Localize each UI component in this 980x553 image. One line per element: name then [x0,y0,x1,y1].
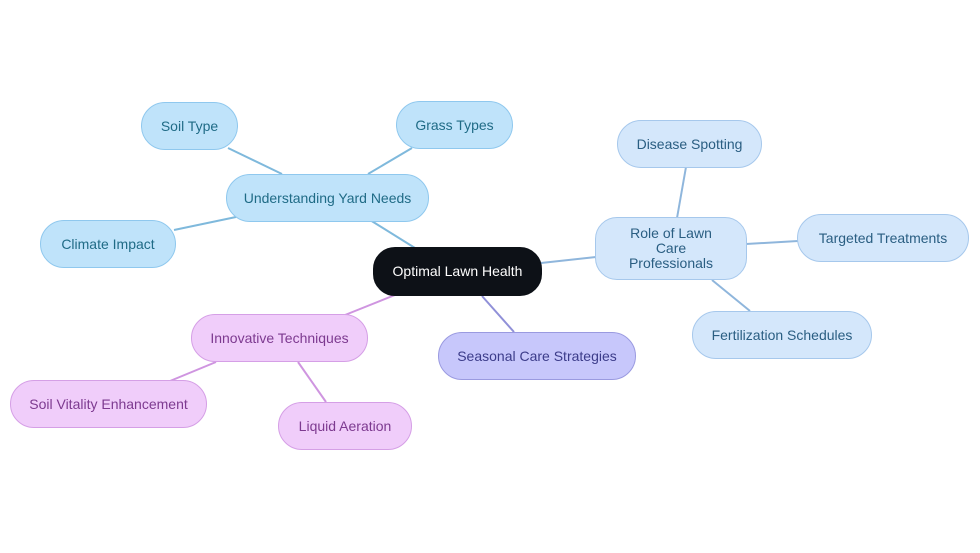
branch-innovative-techniques-label: Innovative Techniques [210,329,349,346]
root-node-label: Optimal Lawn Health [392,263,523,279]
branch-yard-needs-label: Understanding Yard Needs [243,189,412,206]
leaf-soil-vitality-label: Soil Vitality Enhancement [29,395,188,412]
branch-seasonal-care: Seasonal Care Strategies [438,332,636,380]
leaf-liquid-aeration-label: Liquid Aeration [298,417,392,434]
leaf-climate-impact: Climate Impact [40,220,176,268]
leaf-fertilization-schedules-label: Fertilization Schedules [711,326,853,343]
edge-yard-climate [173,216,237,231]
edge-innov-liquid [297,361,327,403]
leaf-grass-types-label: Grass Types [415,116,494,133]
edge-pros-fertilization [711,279,751,312]
edge-pros-disease [676,166,687,219]
branch-lawn-care-pros-label: Role of Lawn Care Professionals [628,225,714,271]
edge-root-yard-needs [369,219,416,249]
edge-yard-soil-type [227,147,283,175]
leaf-soil-type-label: Soil Type [160,117,219,134]
edge-root-seasonal [481,295,515,333]
leaf-fertilization-schedules: Fertilization Schedules [692,311,872,359]
leaf-soil-type: Soil Type [141,102,238,150]
leaf-soil-vitality: Soil Vitality Enhancement [10,380,207,428]
leaf-liquid-aeration: Liquid Aeration [278,402,412,450]
leaf-grass-types: Grass Types [396,101,513,149]
root-node: Optimal Lawn Health [373,247,542,296]
edge-yard-grass-types [367,147,413,175]
leaf-targeted-treatments-label: Targeted Treatments [818,229,948,246]
leaf-disease-spotting-label: Disease Spotting [636,135,743,152]
edge-root-lawn-pros [540,256,597,264]
edge-innov-soil-vitality [169,361,217,382]
branch-lawn-care-pros: Role of Lawn Care Professionals [595,217,747,280]
leaf-targeted-treatments: Targeted Treatments [797,214,969,262]
branch-innovative-techniques: Innovative Techniques [191,314,368,362]
edge-root-innovative [344,294,396,316]
leaf-climate-impact-label: Climate Impact [61,235,155,252]
branch-seasonal-care-label: Seasonal Care Strategies [457,347,617,364]
leaf-disease-spotting: Disease Spotting [617,120,762,168]
branch-yard-needs: Understanding Yard Needs [226,174,429,222]
edge-pros-targeted [745,240,799,245]
